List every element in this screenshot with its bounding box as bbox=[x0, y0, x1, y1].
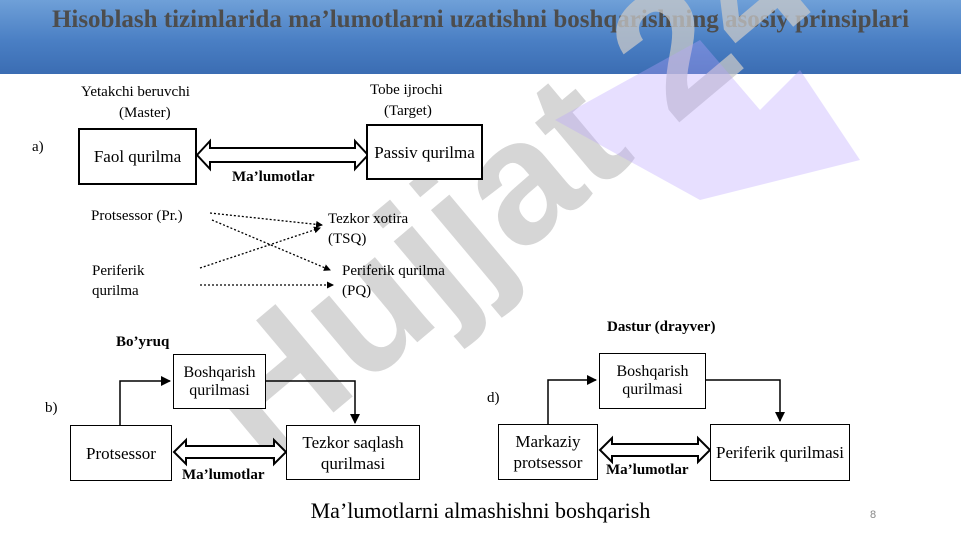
page-number: 8 bbox=[870, 509, 877, 521]
slide-caption: Ma’lumotlarni almashishni boshqarish bbox=[310, 498, 651, 523]
peripheral-right-label: Periferik qurilma (PQ) bbox=[342, 263, 445, 299]
control-unit-box-b: Boshqarish qurilmasi bbox=[173, 354, 266, 409]
data-arrow-d bbox=[598, 435, 712, 465]
slide-title: Hisoblash tizimlarida ma’lumotlarni uzat… bbox=[51, 6, 910, 33]
data-label-a: Ma’lumotlar bbox=[232, 169, 315, 185]
part-a-label: a) bbox=[32, 139, 44, 155]
storage-box: Tezkor saqlash qurilmasi bbox=[286, 425, 420, 480]
processor-box: Protsessor bbox=[70, 425, 172, 481]
part-b-label: b) bbox=[45, 400, 58, 416]
passive-device-box: Passiv qurilma bbox=[366, 124, 483, 180]
title-bar bbox=[0, 0, 961, 74]
target-label: Tobe ijrochi bbox=[370, 82, 443, 98]
mapping-lines bbox=[199, 212, 334, 289]
command-path-b bbox=[119, 376, 360, 427]
part-d-label: d) bbox=[487, 390, 500, 406]
data-label-d: Ma’lumotlar bbox=[606, 462, 689, 478]
command-label: Bo’yruq bbox=[116, 334, 170, 350]
program-label: Dastur (drayver) bbox=[607, 319, 716, 335]
data-label-b: Ma’lumotlar bbox=[182, 467, 265, 483]
central-processor-box: Markaziy protsessor bbox=[498, 424, 598, 480]
data-arrow-b bbox=[172, 437, 288, 467]
control-path-d bbox=[547, 375, 785, 424]
data-arrow-a bbox=[195, 138, 370, 172]
processor-label: Protsessor (Pr.) bbox=[91, 208, 183, 224]
target-sublabel: (Target) bbox=[384, 103, 432, 119]
ram-label: Tezkor xotira (TSQ) bbox=[328, 211, 409, 247]
peripheral-box: Periferik qurilmasi bbox=[710, 424, 850, 481]
peripheral-left-label: Periferik qurilma bbox=[92, 263, 145, 299]
master-sublabel: (Master) bbox=[119, 105, 171, 121]
master-label: Yetakchi beruvchi bbox=[81, 84, 190, 100]
control-unit-box-d: Boshqarish qurilmasi bbox=[599, 353, 706, 409]
active-device-box: Faol qurilma bbox=[78, 128, 197, 185]
